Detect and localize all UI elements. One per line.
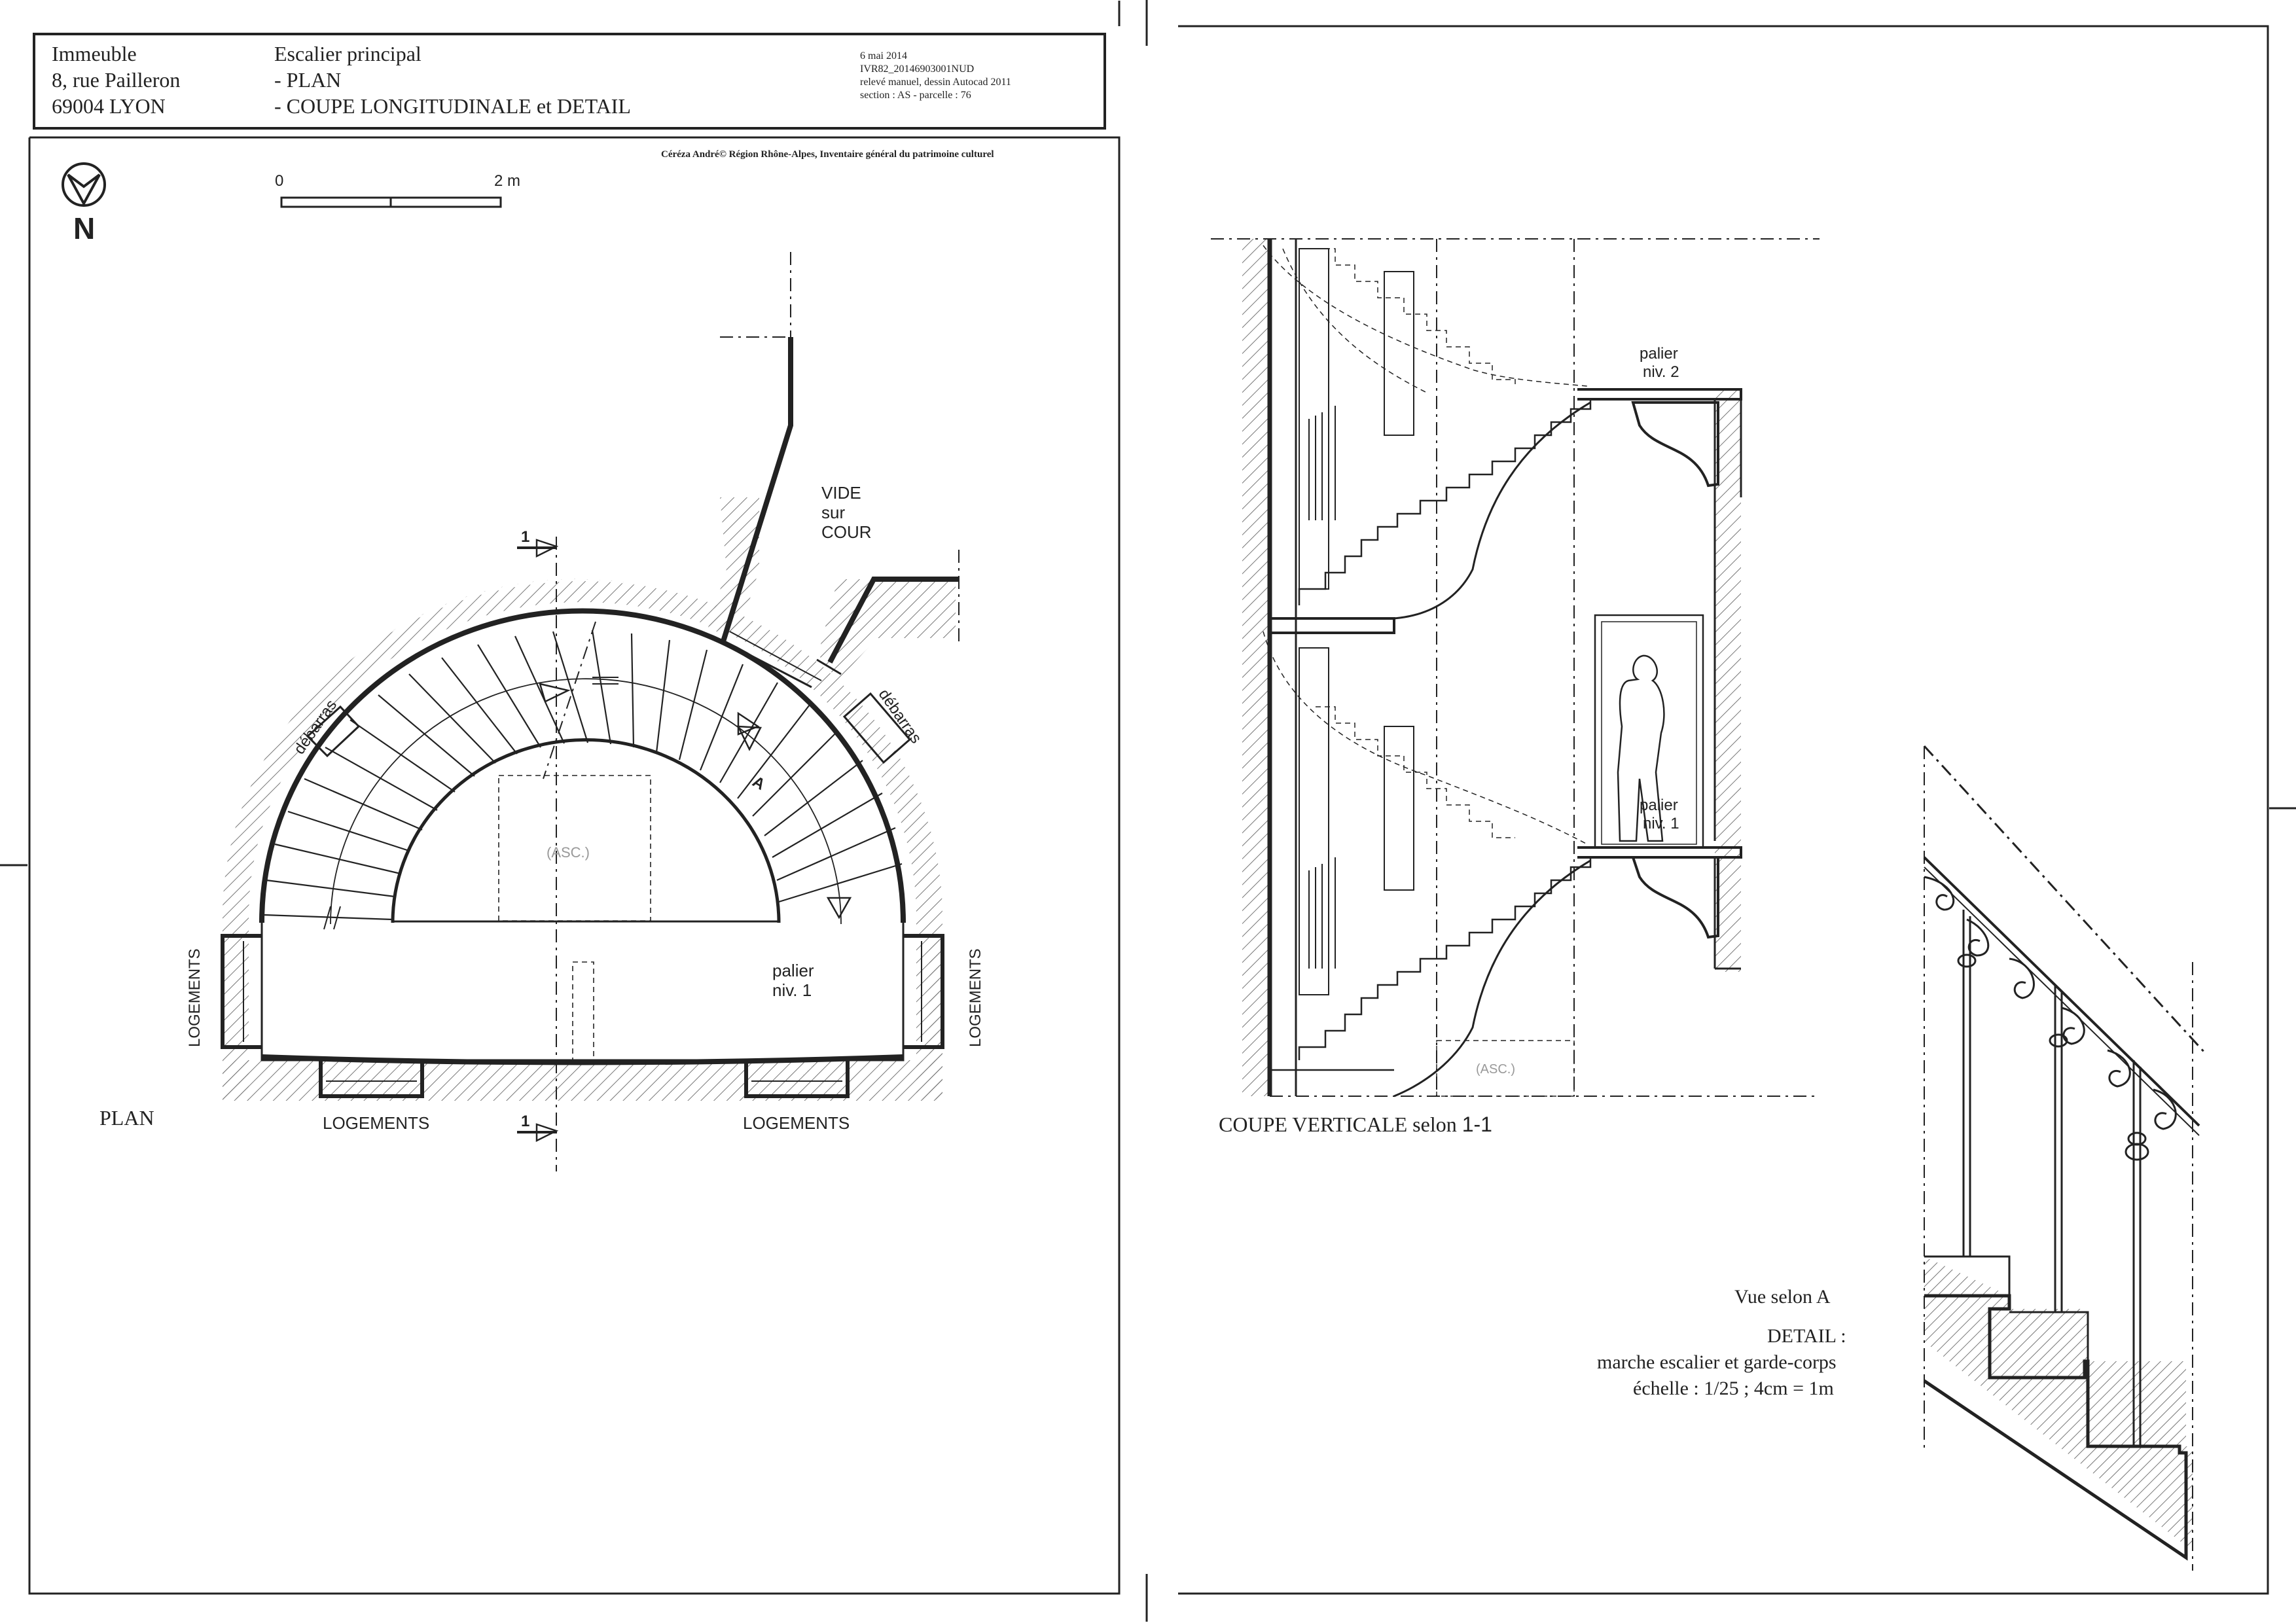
section-asc-label: (ASC.): [1476, 1062, 1515, 1077]
logements-left-label: LOGEMENTS: [186, 948, 204, 1047]
palier-niv1-line1: palier: [1640, 796, 1678, 814]
section-mark-top: 1: [521, 528, 529, 546]
palier-label: palier niv. 1: [772, 961, 814, 1000]
subject-line-1: Escalier principal: [274, 42, 422, 65]
building-line-2: 8, rue Pailleron: [52, 68, 181, 92]
drawing-metadata: 6 mai 2014 IVR82_20146903001NUD relevé m…: [860, 50, 1011, 102]
building-line-1: Immeuble: [52, 42, 137, 65]
scale-start: 0: [275, 172, 283, 190]
vertical-section: palier niv. 2 palier niv. 1 (ASC.): [1211, 238, 1820, 1097]
logements-right-label: LOGEMENTS: [967, 948, 984, 1047]
title-block: Immeuble 8, rue Pailleron 69004 LYON Esc…: [33, 33, 1106, 130]
meta-method: relevé manuel, dessin Autocad 2011: [860, 77, 1011, 88]
subject-line-2: - PLAN: [274, 68, 342, 92]
logements-bottom-right-label: LOGEMENTS: [743, 1113, 850, 1133]
palier-niv2-line1: palier: [1640, 345, 1678, 363]
plan-title: PLAN: [99, 1106, 154, 1130]
meta-cadastre: section : AS - parcelle : 76: [860, 90, 971, 101]
svg-text:niv. 1: niv. 1: [772, 980, 812, 1000]
building-address: Immeuble 8, rue Pailleron 69004 LYON: [52, 41, 180, 119]
north-label: N: [73, 211, 95, 245]
meta-date: 6 mai 2014: [860, 50, 907, 62]
detail-title: DETAIL :: [1767, 1325, 1846, 1347]
subject-line-3: - COUPE LONGITUDINALE et DETAIL: [274, 94, 631, 118]
view-mark-a: A: [749, 773, 768, 794]
palier-niv2-line2: niv. 2: [1643, 363, 1679, 381]
railing-detail: [1923, 745, 2206, 1571]
building-line-3: 69004 LYON: [52, 94, 166, 118]
north-arrow: N: [62, 162, 106, 245]
asc-label: (ASC.): [547, 844, 590, 861]
palier-niv1-line2: niv. 1: [1643, 815, 1679, 832]
section-title-ref: 1-1: [1462, 1113, 1492, 1136]
vide-sur-cour-label: VIDE sur COUR: [821, 483, 872, 542]
logements-bottom-left-label: LOGEMENTS: [323, 1113, 429, 1133]
section-mark-bottom: 1: [521, 1113, 529, 1130]
section-steps: [1270, 399, 1592, 1097]
svg-text:VIDE: VIDE: [821, 483, 861, 503]
meta-reference: IVR82_20146903001NUD: [860, 63, 975, 75]
svg-text:COUR: COUR: [821, 522, 872, 542]
detail-view-label: Vue selon A: [1734, 1286, 1831, 1308]
stair-steps: [264, 630, 903, 921]
detail-subject: marche escalier et garde-corps: [1597, 1351, 1837, 1373]
scale-end: 2 m: [494, 172, 520, 190]
svg-text:sur: sur: [821, 503, 845, 522]
detail-scale: échelle : 1/25 ; 4cm = 1m: [1633, 1378, 1834, 1399]
section-title: COUPE VERTICALE selon 1-1: [1219, 1113, 1492, 1137]
svg-text:palier: palier: [772, 961, 814, 980]
section-title-text: COUPE VERTICALE selon: [1219, 1113, 1462, 1136]
stair-plan: 1 1 A VIDE sur COUR débarras débarras (A…: [186, 252, 984, 1171]
scale-bar: 0 2 m: [275, 172, 520, 208]
drawing-subject: Escalier principal - PLAN - COUPE LONGIT…: [274, 41, 631, 119]
copyright-credit: Céréza André© Région Rhône-Alpes, Invent…: [661, 149, 994, 160]
